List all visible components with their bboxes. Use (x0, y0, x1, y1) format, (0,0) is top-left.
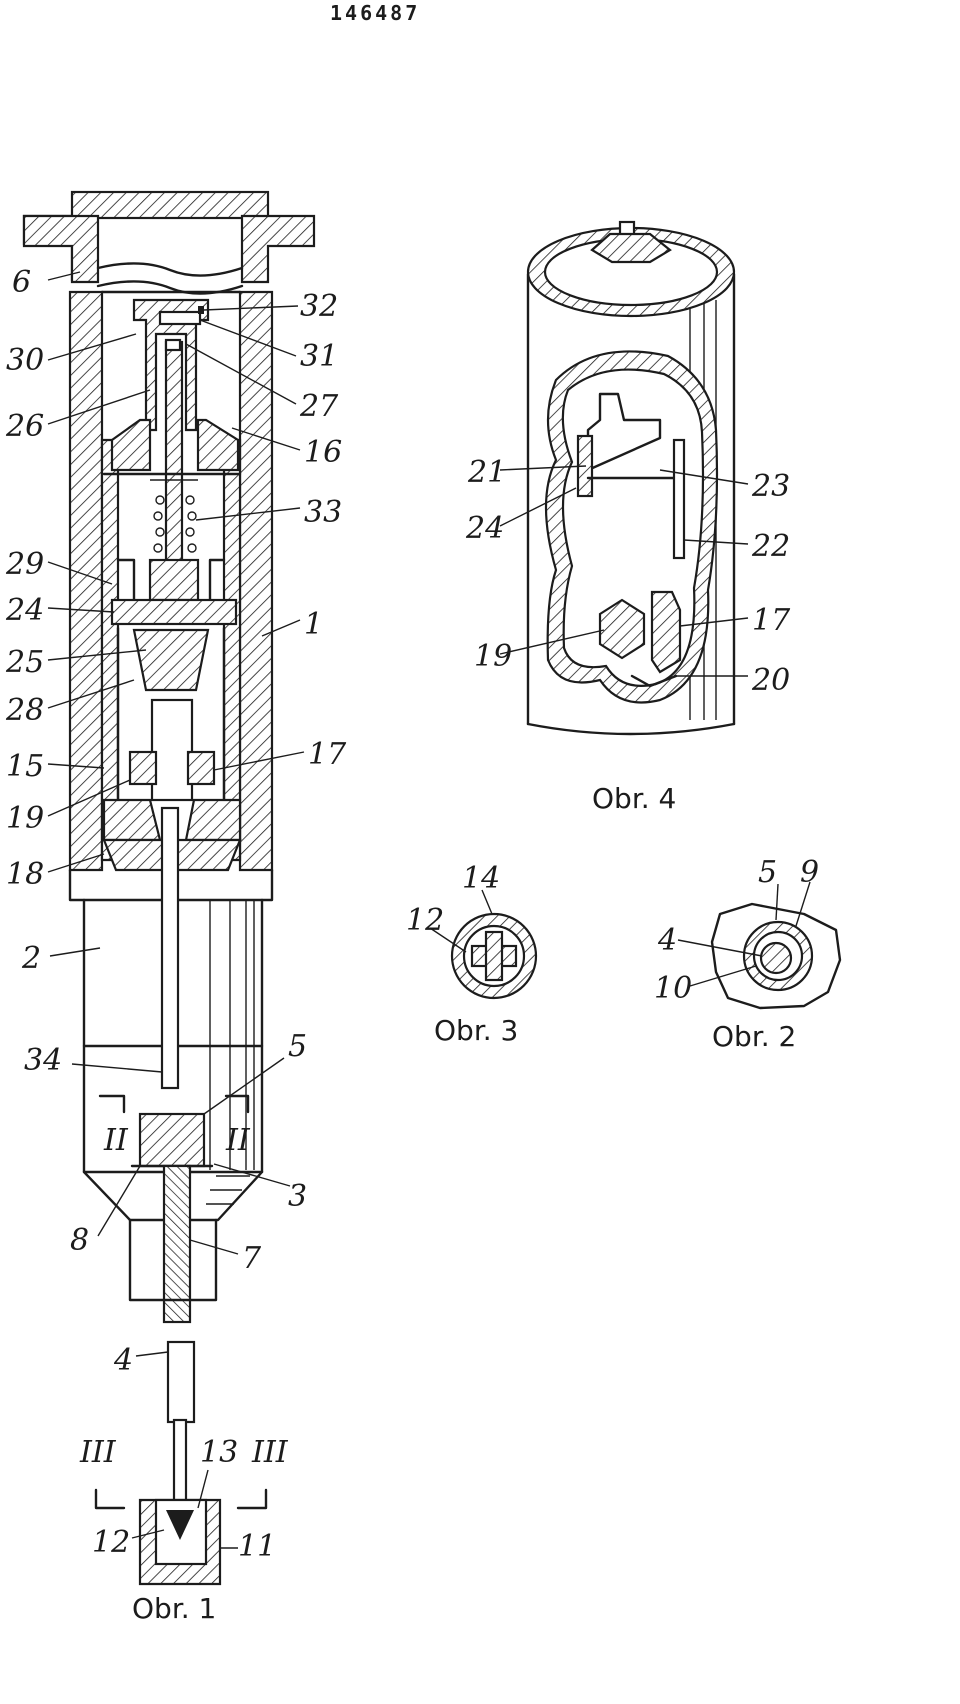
fig1-label-31: 31 (300, 339, 338, 374)
fig4-caption: Obr. 4 (592, 782, 676, 815)
fig2-label-4: 4 (657, 923, 677, 958)
fig4-label-21: 21 (467, 455, 506, 490)
fig1-label-17: 17 (308, 737, 347, 772)
fig2-label-10: 10 (654, 971, 692, 1006)
fig1-label-29: 29 (5, 547, 44, 582)
fig1-label-18: 18 (6, 857, 44, 892)
fig2-caption: Obr. 2 (712, 1020, 796, 1053)
fig1-label-27: 27 (299, 389, 339, 424)
fig4-label-20: 20 (751, 663, 790, 698)
fig3-label-14: 14 (462, 861, 500, 896)
fig3-label-12: 12 (406, 903, 444, 938)
fig4-label-22: 22 (751, 529, 790, 564)
fig2-label-9: 9 (800, 855, 819, 890)
figure-3: 14 12 Obr. 3 (406, 861, 538, 1047)
fig1-label-7: 7 (242, 1241, 262, 1276)
fig1-label-25: 25 (5, 645, 44, 680)
fig4-label-17: 17 (752, 603, 791, 638)
fig1-label-4: 4 (113, 1343, 133, 1378)
fig4-label-24: 24 (465, 511, 504, 546)
fig1-label-12: 12 (92, 1525, 130, 1560)
fig1-label-15: 15 (6, 749, 44, 784)
fig1-label-5: 5 (288, 1029, 307, 1064)
fig4-label-23: 23 (751, 469, 790, 504)
fig1-label-28: 28 (5, 693, 44, 728)
fig1-label-6: 6 (12, 265, 31, 300)
fig1-label-1: 1 (304, 607, 323, 642)
fig1-section-III-left: III (79, 1435, 117, 1470)
fig1-section-II-right: II (225, 1123, 251, 1158)
fig1-label-30: 30 (6, 343, 44, 378)
fig4-label-19: 19 (474, 639, 512, 674)
figure-2: 5 9 4 10 Obr. 2 (654, 855, 842, 1053)
fig1-section-II-left: II (103, 1123, 129, 1158)
figure-1: 6 32 30 31 27 26 16 33 29 24 1 25 28 17 … (5, 190, 347, 1625)
fig1-label-2: 2 (21, 941, 41, 976)
patent-number: 146487 (330, 1, 420, 25)
fig1-label-32: 32 (300, 289, 338, 324)
fig1-label-13: 13 (200, 1435, 238, 1470)
fig1-label-16: 16 (304, 435, 342, 470)
fig1-label-11: 11 (238, 1529, 276, 1564)
figure-4: 21 23 24 22 17 19 20 Obr. 4 (465, 220, 791, 815)
fig1-label-33: 33 (304, 495, 342, 530)
fig1-caption: Obr. 1 (132, 1592, 216, 1625)
fig1-section-III-right: III (251, 1435, 289, 1470)
fig1-label-34: 34 (24, 1043, 62, 1078)
fig1-label-19: 19 (6, 801, 44, 836)
fig3-caption: Obr. 3 (434, 1014, 518, 1047)
fig1-label-24: 24 (5, 593, 44, 628)
fig1-label-3: 3 (288, 1179, 307, 1214)
fig2-label-5: 5 (758, 855, 777, 890)
fig1-label-8: 8 (70, 1223, 89, 1258)
fig1-label-26: 26 (5, 409, 44, 444)
